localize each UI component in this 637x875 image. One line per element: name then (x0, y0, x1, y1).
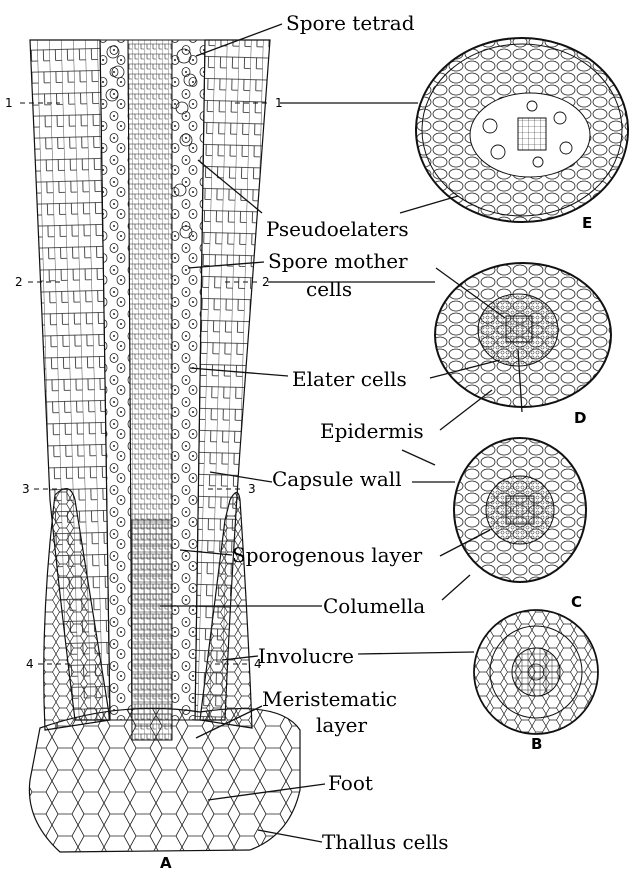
label-elater-cells: Elater cells (292, 367, 407, 391)
label-pseudoelaters: Pseudoelaters (266, 217, 409, 241)
figure-letter-e: E (582, 214, 592, 232)
section-marker-2-left: 2 (15, 275, 23, 289)
figure-b-cross-section (474, 610, 598, 734)
label-involucre: Involucre (258, 644, 354, 668)
label-meristematic-line2: layer (316, 713, 367, 737)
figure-c-cross-section (454, 438, 586, 582)
label-capsule-wall: Capsule wall (272, 467, 402, 491)
figure-d-cross-section (435, 263, 611, 407)
section-marker-3-right: 3 (248, 482, 256, 496)
figure-letter-d: D (574, 409, 586, 427)
capsule-wall-left (30, 40, 110, 720)
label-foot: Foot (328, 771, 373, 795)
figure-letter-c: C (571, 593, 582, 611)
label-sporogenous-layer: Sporogenous layer (232, 543, 423, 567)
label-epidermis: Epidermis (320, 419, 424, 443)
figure-letter-a: A (160, 854, 172, 872)
label-spore-mother-line1: Spore mother (268, 249, 408, 273)
figure-e-cross-section (416, 38, 628, 222)
label-thallus-cells: Thallus cells (322, 830, 449, 854)
label-spore-tetrad: Spore tetrad (286, 11, 415, 35)
figure-letter-b: B (531, 735, 542, 753)
section-marker-4-left: 4 (26, 657, 34, 671)
section-marker-3-left: 3 (22, 482, 30, 496)
figure-a-longitudinal-section (29, 40, 300, 852)
label-columella: Columella (323, 594, 425, 618)
label-meristematic-line1: Meristematic (262, 687, 397, 711)
label-spore-mother-line2: cells (306, 277, 352, 301)
section-marker-1-left: 1 (5, 96, 13, 110)
